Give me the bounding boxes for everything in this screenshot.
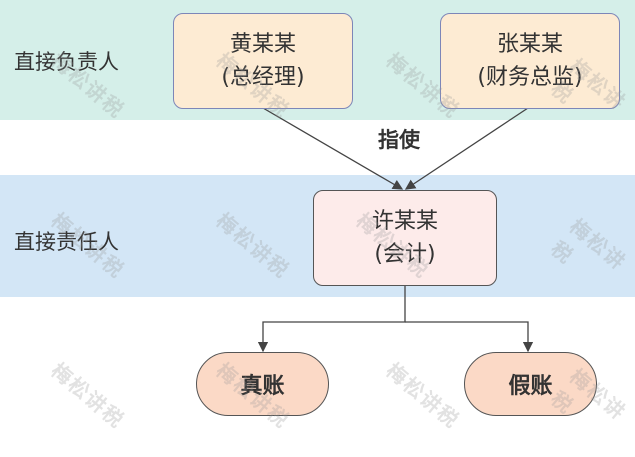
row-label-direct-responsible: 直接责任人 bbox=[14, 230, 119, 254]
edge-xu-to-fake bbox=[405, 321, 534, 353]
edge-label-instigate: 指使 bbox=[378, 128, 420, 152]
node-name: 许某某 bbox=[371, 209, 438, 234]
node-name: 张某某 bbox=[496, 32, 563, 57]
edge-xu-to-real bbox=[257, 285, 406, 353]
row-label-direct-leader: 直接负责人 bbox=[14, 50, 119, 74]
node-zhang: 张某某 (财务总监) bbox=[440, 13, 620, 109]
edge-huang-to-xu bbox=[262, 107, 404, 190]
node-role: (总经理) bbox=[221, 65, 305, 90]
connectors bbox=[257, 107, 534, 353]
node-fake-books: 假账 bbox=[464, 352, 597, 416]
node-xu: 许某某 (会计) bbox=[313, 190, 497, 286]
node-huang: 黄某某 (总经理) bbox=[173, 13, 353, 109]
edge-zhang-to-xu bbox=[404, 107, 529, 190]
node-role: (财务总监) bbox=[477, 65, 583, 90]
node-real-books: 真账 bbox=[196, 352, 329, 416]
node-role: (会计) bbox=[374, 242, 436, 267]
node-name: 黄某某 bbox=[229, 32, 296, 57]
